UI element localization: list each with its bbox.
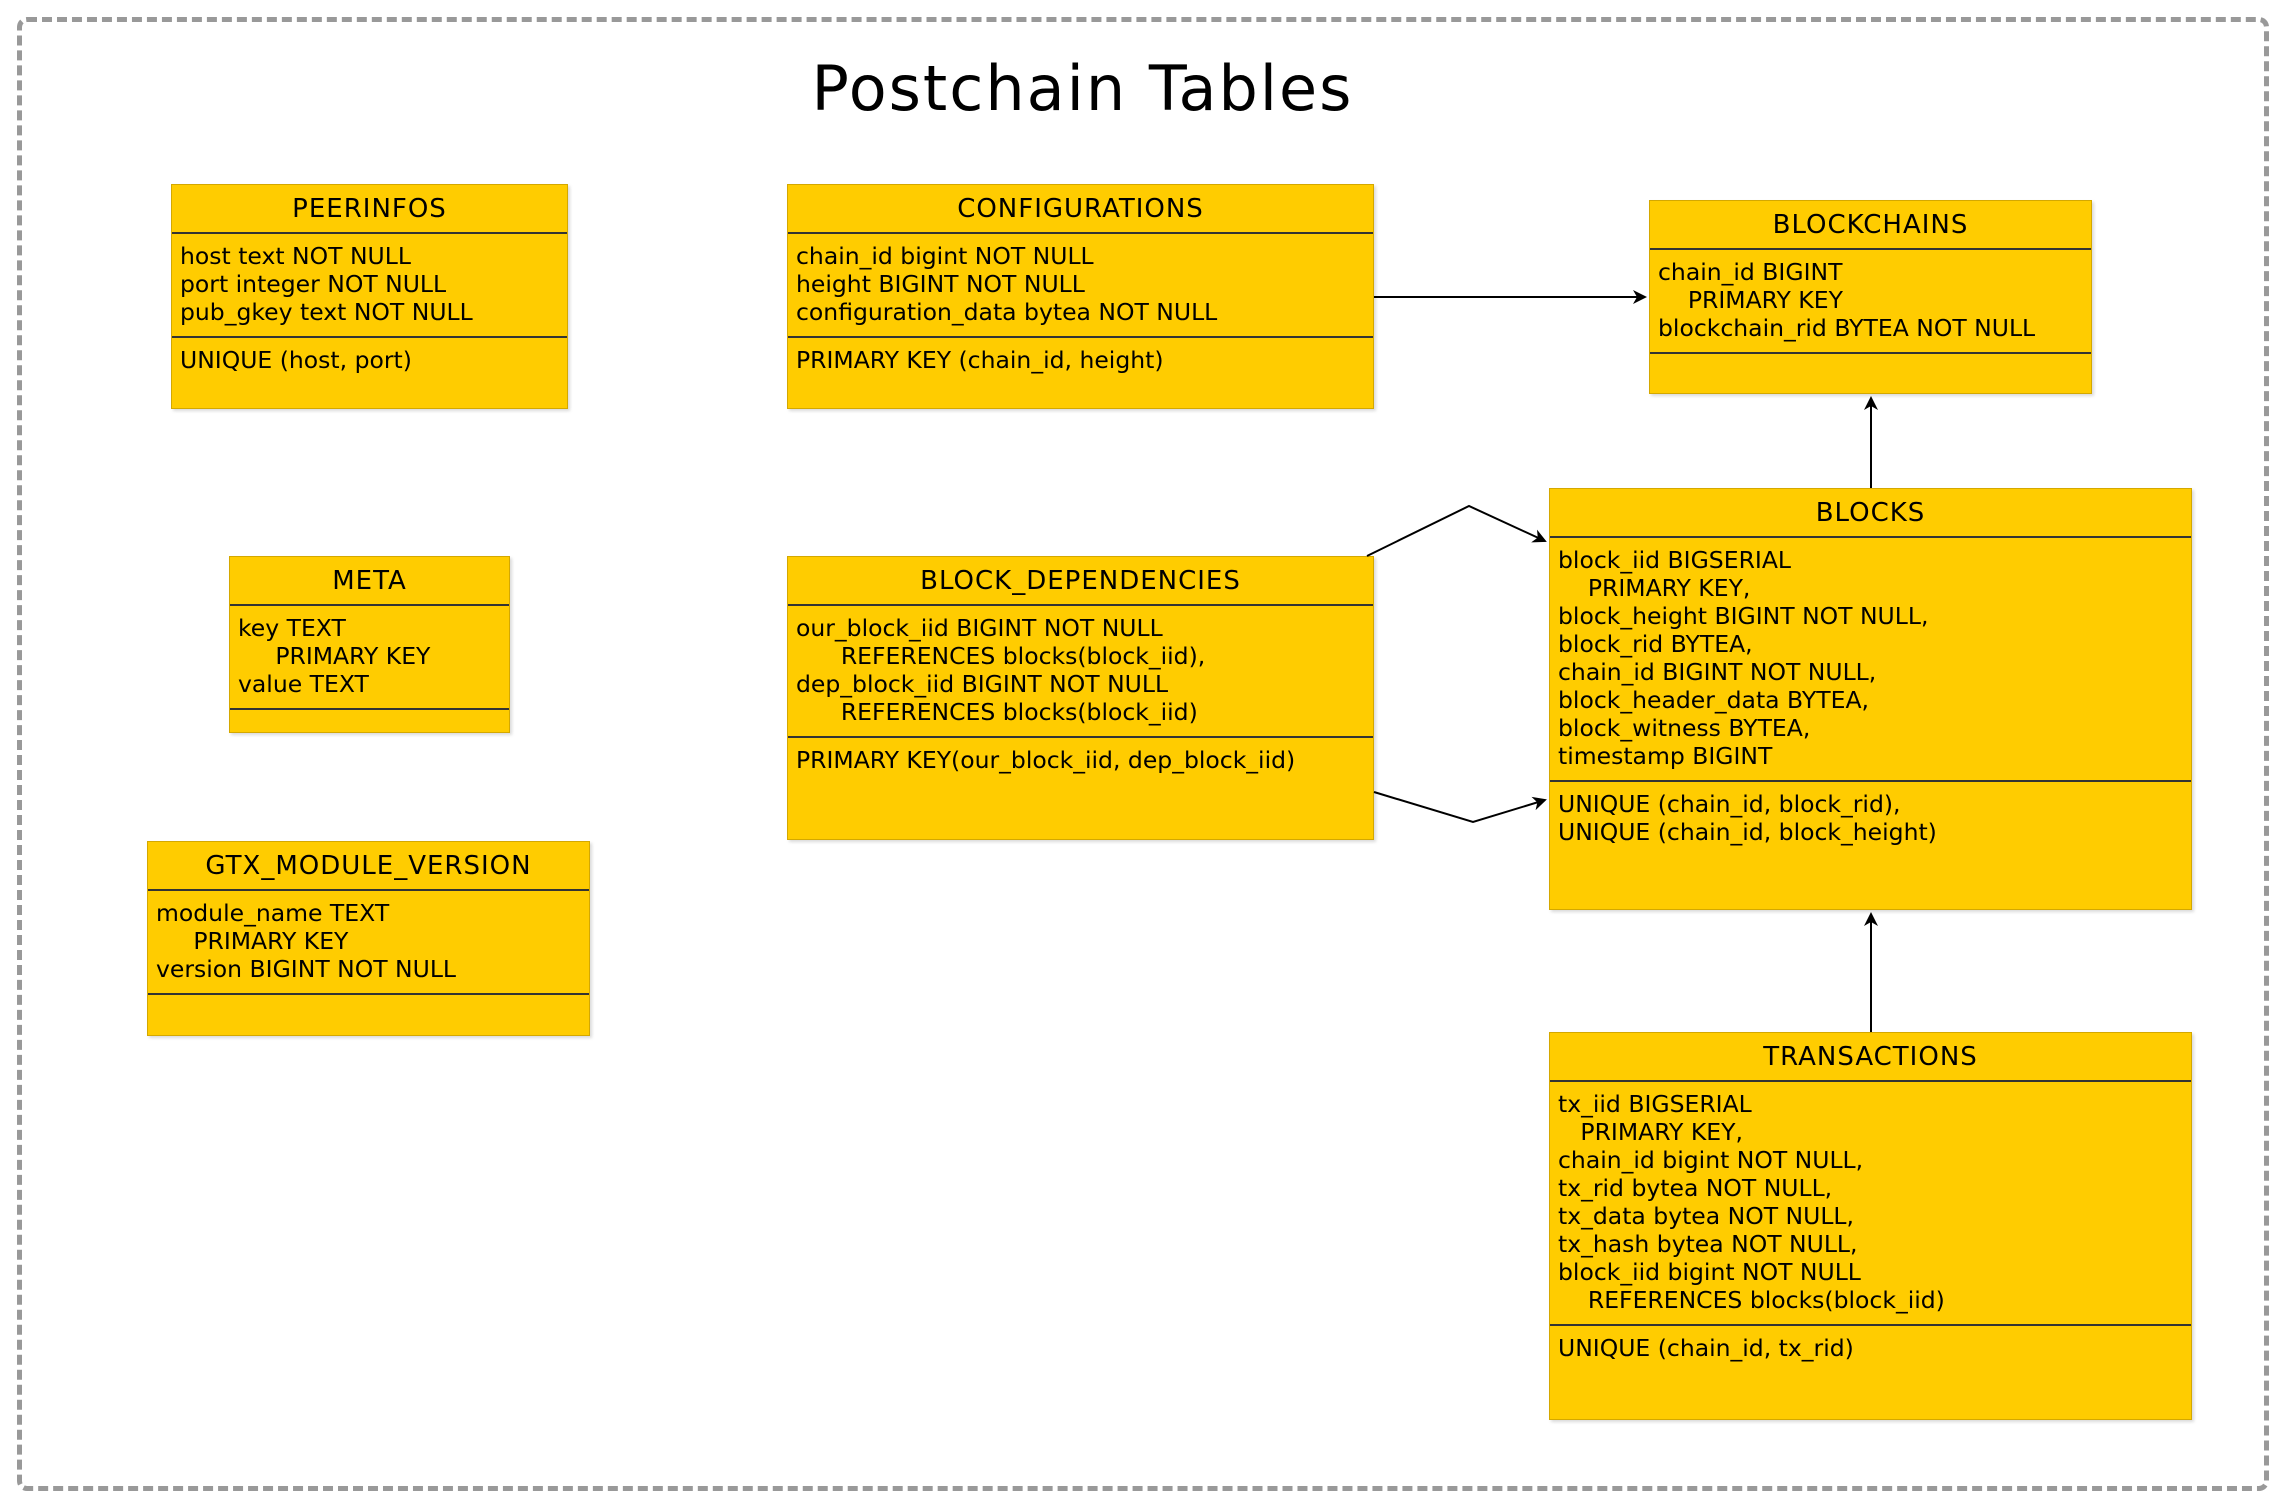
constraint-def: UNIQUE (chain_id, block_rid), xyxy=(1558,790,1901,818)
column-def: PRIMARY KEY xyxy=(156,927,349,955)
column-def: block_header_data BYTEA, xyxy=(1558,686,1869,714)
column-def: timestamp BIGINT xyxy=(1558,742,1773,770)
constraint-def: PRIMARY KEY(our_block_iid, dep_block_iid… xyxy=(796,746,1296,774)
constraint-def: UNIQUE (chain_id, tx_rid) xyxy=(1558,1334,1854,1362)
column-def: block_rid BYTEA, xyxy=(1558,630,1753,658)
table-blocks: BLOCKS block_iid BIGSERIAL PRIMARY KEY,b… xyxy=(1549,488,2192,910)
column-def: dep_block_iid BIGINT NOT NULL xyxy=(796,670,1169,698)
columns-section: block_iid BIGSERIAL PRIMARY KEY,block_he… xyxy=(1550,538,2191,782)
column-def: version BIGINT NOT NULL xyxy=(156,955,457,983)
constraints-section: PRIMARY KEY (chain_id, height) xyxy=(788,338,1373,384)
column-def: configuration_data bytea NOT NULL xyxy=(796,298,1218,326)
column-def: height BIGINT NOT NULL xyxy=(796,270,1085,298)
column-def: block_height BIGINT NOT NULL, xyxy=(1558,602,1929,630)
constraint-def: PRIMARY KEY (chain_id, height) xyxy=(796,346,1164,374)
column-def: PRIMARY KEY xyxy=(238,642,431,670)
table-header: PEERINFOS xyxy=(172,185,567,234)
table-transactions: TRANSACTIONS tx_iid BIGSERIAL PRIMARY KE… xyxy=(1549,1032,2192,1420)
column-def: tx_hash bytea NOT NULL, xyxy=(1558,1230,1858,1258)
columns-section: tx_iid BIGSERIAL PRIMARY KEY,chain_id bi… xyxy=(1550,1082,2191,1326)
column-def: tx_data bytea NOT NULL, xyxy=(1558,1202,1854,1230)
column-def: chain_id BIGINT NOT NULL, xyxy=(1558,658,1877,686)
diagram-frame xyxy=(17,17,2269,1491)
column-def: tx_iid BIGSERIAL xyxy=(1558,1090,1752,1118)
columns-section: our_block_iid BIGINT NOT NULL REFERENCES… xyxy=(788,606,1373,738)
column-def: block_iid bigint NOT NULL xyxy=(1558,1258,1861,1286)
table-header: BLOCK_DEPENDENCIES xyxy=(788,557,1373,606)
column-def: REFERENCES blocks(block_iid) xyxy=(796,698,1198,726)
constraints-section: UNIQUE (host, port) xyxy=(172,338,567,384)
constraints-section: UNIQUE (chain_id, block_rid),UNIQUE (cha… xyxy=(1550,782,2191,856)
arrow-dependencies-dep-to-blocks xyxy=(1373,791,1547,824)
column-def: PRIMARY KEY xyxy=(1658,286,1843,314)
column-def: chain_id BIGINT xyxy=(1658,258,1843,286)
column-def: our_block_iid BIGINT NOT NULL xyxy=(796,614,1163,642)
column-def: key TEXT xyxy=(238,614,346,642)
table-header: BLOCKCHAINS xyxy=(1650,201,2091,250)
column-def: chain_id bigint NOT NULL, xyxy=(1558,1146,1864,1174)
arrow-dependencies-our-to-blocks xyxy=(1366,504,1547,557)
column-def: chain_id bigint NOT NULL xyxy=(796,242,1094,270)
column-def: REFERENCES blocks(block_iid) xyxy=(1558,1286,1945,1314)
column-def: value TEXT xyxy=(238,670,369,698)
table-block-dependencies: BLOCK_DEPENDENCIES our_block_iid BIGINT … xyxy=(787,556,1374,840)
column-def: module_name TEXT xyxy=(156,899,390,927)
constraint-def: UNIQUE (host, port) xyxy=(180,346,412,374)
table-header: CONFIGURATIONS xyxy=(788,185,1373,234)
table-header: TRANSACTIONS xyxy=(1550,1033,2191,1082)
constraint-def: UNIQUE (chain_id, block_height) xyxy=(1558,818,1937,846)
column-def: REFERENCES blocks(block_iid), xyxy=(796,642,1206,670)
table-header: GTX_MODULE_VERSION xyxy=(148,842,589,891)
column-def: PRIMARY KEY, xyxy=(1558,1118,1743,1146)
column-def: pub_gkey text NOT NULL xyxy=(180,298,473,326)
table-header: BLOCKS xyxy=(1550,489,2191,538)
table-header: META xyxy=(230,557,509,606)
table-gtx-module-version: GTX_MODULE_VERSION module_name TEXT PRIM… xyxy=(147,841,590,1036)
column-def: port integer NOT NULL xyxy=(180,270,447,298)
constraints-section: UNIQUE (chain_id, tx_rid) xyxy=(1550,1326,2191,1372)
column-def: block_iid BIGSERIAL xyxy=(1558,546,1792,574)
column-def: PRIMARY KEY, xyxy=(1558,574,1751,602)
column-def: tx_rid bytea NOT NULL, xyxy=(1558,1174,1833,1202)
column-def: blockchain_rid BYTEA NOT NULL xyxy=(1658,314,2036,342)
column-def: block_witness BYTEA, xyxy=(1558,714,1811,742)
constraints-section: PRIMARY KEY(our_block_iid, dep_block_iid… xyxy=(788,738,1373,784)
column-def: host text NOT NULL xyxy=(180,242,411,270)
diagram-title: Postchain Tables xyxy=(811,52,1354,125)
